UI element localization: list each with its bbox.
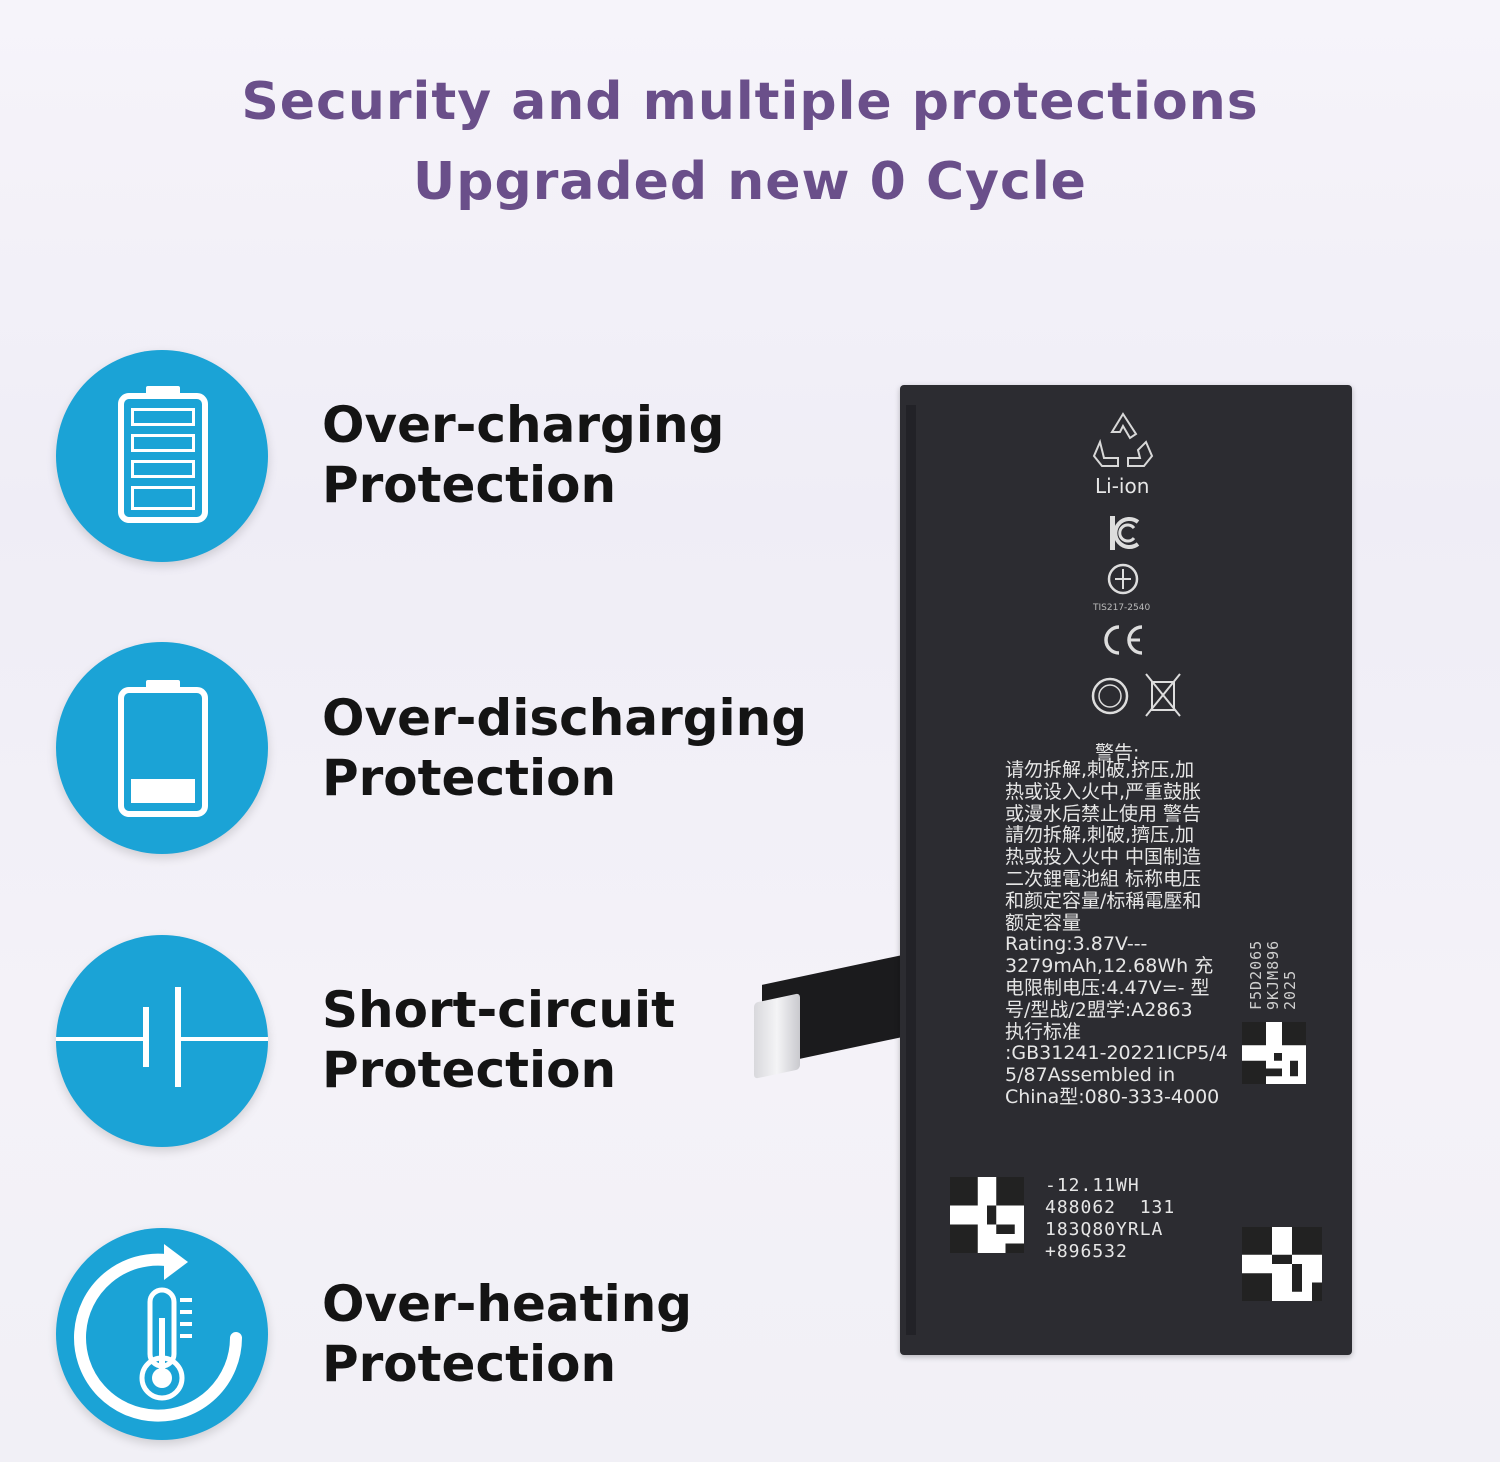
feature-over-discharging: Over-discharging Protection xyxy=(322,688,807,808)
feature-over-heating: Over-heating Protection xyxy=(322,1274,692,1394)
batch-code: F5D2065 9KJM896 2025 xyxy=(1247,939,1299,1010)
ce-mark-icon xyxy=(1100,622,1146,662)
feature-title: Short-circuit xyxy=(322,981,675,1039)
pse-mark-icon xyxy=(1088,676,1132,720)
feature-subtitle: Protection xyxy=(322,749,617,807)
feature-subtitle: Protection xyxy=(322,456,617,514)
warning-text: 请勿拆解,刺破,挤压,加 热或设入火中,严重鼓胀 或漫水后禁止使用 警告 請勿拆… xyxy=(1005,759,1228,1108)
tis-mark-icon xyxy=(1106,562,1140,600)
feature-title: Over-heating xyxy=(322,1275,693,1333)
battery-full-icon xyxy=(56,350,268,562)
feature-subtitle: Protection xyxy=(322,1041,617,1099)
feature-title: Over-charging xyxy=(322,396,725,454)
qr-code-icon xyxy=(1242,1227,1322,1301)
thermometer-icon xyxy=(56,1228,268,1440)
tis-code: TIS217-2540 xyxy=(1093,603,1151,613)
headline-line-1: Security and multiple protections xyxy=(241,72,1259,132)
headline-line-2: Upgraded new 0 Cycle xyxy=(413,152,1087,212)
warning-title: 警告: xyxy=(1095,742,1140,764)
weee-bin-icon xyxy=(1140,670,1186,726)
qr-code-icon xyxy=(1242,1022,1306,1084)
chemistry-label: Li-ion xyxy=(1095,474,1150,498)
battery-low-icon xyxy=(56,642,268,854)
battery-edge xyxy=(906,405,916,1335)
capacitor-icon xyxy=(56,935,268,1147)
feature-subtitle: Protection xyxy=(322,1335,617,1393)
recycle-icon xyxy=(1090,408,1156,476)
feature-short-circuit: Short-circuit Protection xyxy=(322,980,675,1100)
qr-code-icon xyxy=(950,1177,1024,1253)
flex-connector xyxy=(754,993,800,1079)
kc-mark-icon xyxy=(1108,514,1142,556)
feature-title: Over-discharging xyxy=(322,689,808,747)
serial-codes: -12.11WH 488062 131 183Q80YRLA +896532 xyxy=(1045,1175,1176,1262)
feature-over-charging: Over-charging Protection xyxy=(322,395,724,515)
